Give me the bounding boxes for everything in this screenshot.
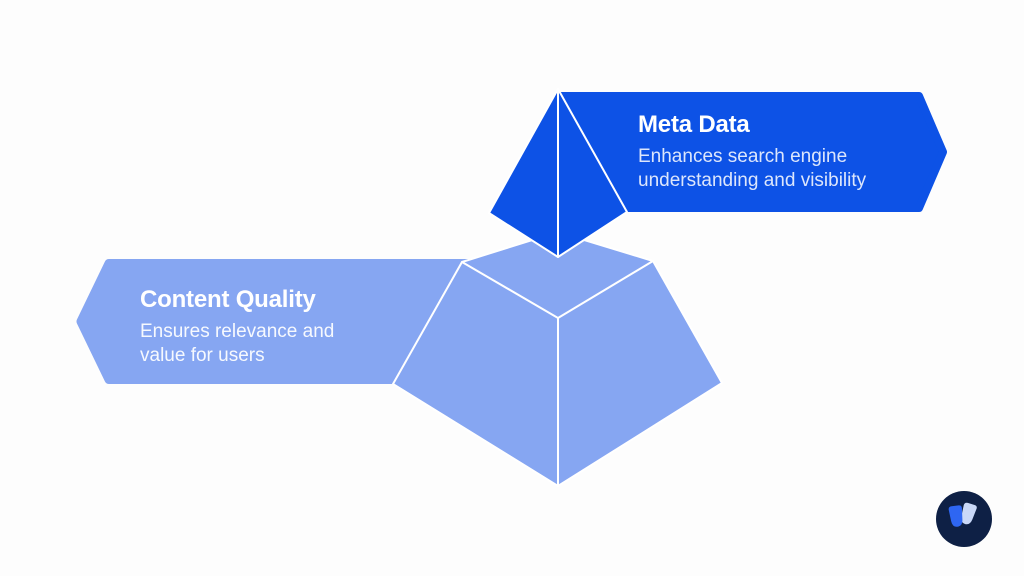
content-quality-description: Ensures relevance and value for users: [140, 321, 335, 366]
meta-data-callout: Meta Data Enhances search engine underst…: [638, 109, 938, 193]
pyramid-base-edges: [461, 260, 654, 487]
w-logo-icon: [936, 491, 992, 547]
meta-data-title: Meta Data: [638, 111, 750, 138]
pyramid-base: [392, 231, 723, 487]
content-quality-callout: Content Quality Ensures relevance and va…: [140, 284, 370, 368]
pyramid-apex: [488, 88, 628, 258]
content-quality-title: Content Quality: [140, 286, 316, 313]
meta-data-description: Enhances search engine understanding and…: [638, 146, 867, 191]
logo-petal-blue: [948, 505, 963, 527]
logo-petal-light: [961, 502, 977, 525]
brand-logo: [936, 491, 992, 547]
